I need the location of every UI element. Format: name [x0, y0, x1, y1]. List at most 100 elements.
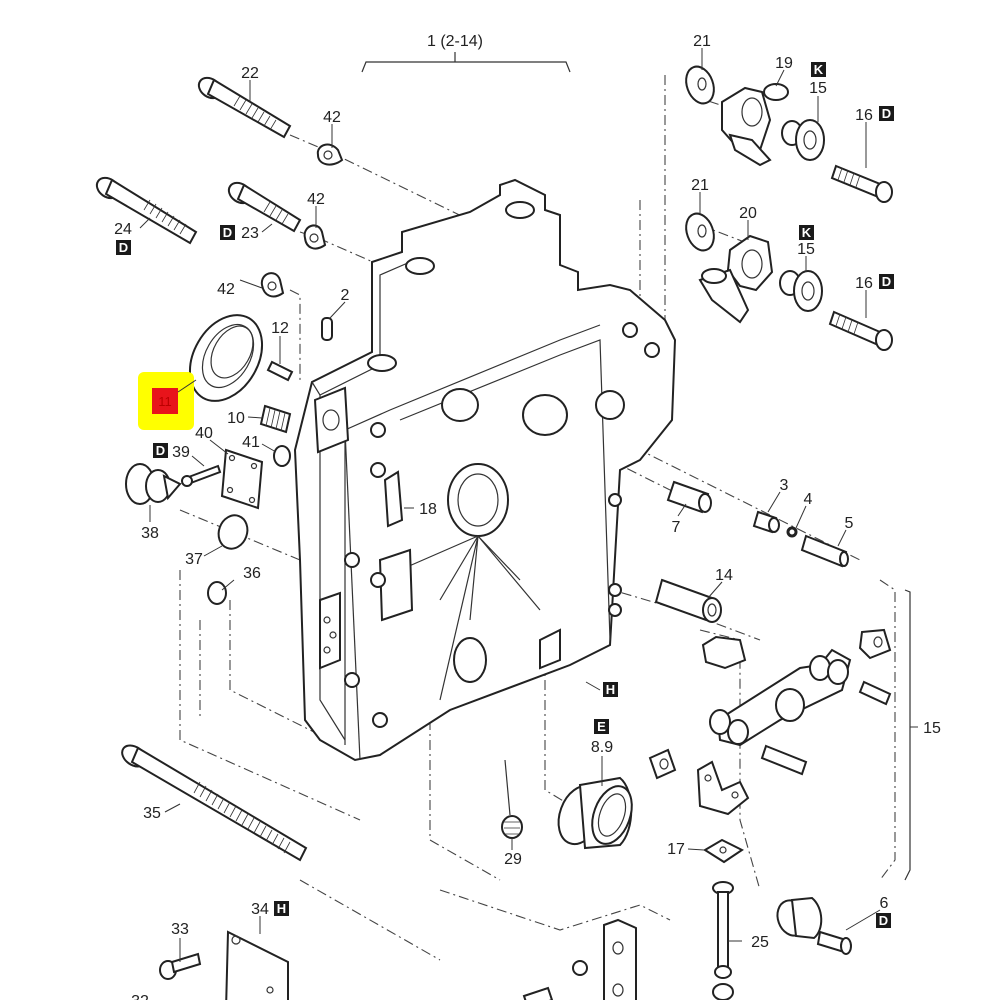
badge-d-16a: D [879, 106, 894, 121]
highlighted-callout-11[interactable]: 11 [138, 372, 197, 430]
badge-d-24: D [116, 240, 131, 255]
callout-19[interactable]: 19 [775, 55, 793, 72]
svg-text:D: D [223, 225, 232, 240]
svg-text:D: D [882, 106, 891, 121]
callout-16[interactable]: 16 [855, 107, 873, 124]
bolt-22 [197, 76, 292, 139]
badge-d-16b: D [879, 274, 894, 289]
washer-21-a [685, 65, 715, 105]
callout-36[interactable]: 36 [243, 565, 261, 582]
callout-42[interactable]: 42 [307, 191, 325, 208]
callout-34[interactable]: 34 [251, 901, 269, 918]
badge-d-39: D [153, 443, 168, 458]
callout-labels: 22 42 42 42 24 23 2 12 10 41 40 39 38 37… [114, 33, 941, 1000]
badge-h-main: H [603, 682, 618, 697]
washer-17 [703, 838, 744, 864]
bracket-plate [522, 918, 637, 1000]
callout-32[interactable]: 32 [131, 993, 149, 1000]
callout-11-text: 11 [158, 394, 172, 409]
callout-15[interactable]: 15 [797, 241, 815, 258]
o-ring-36 [207, 581, 227, 605]
bushing-15-b [779, 270, 823, 312]
bolt-35 [121, 744, 308, 862]
ring-4 [786, 526, 798, 538]
bracket-label: 1 (2-14) [427, 33, 483, 50]
callout-29[interactable]: 29 [504, 851, 522, 868]
o-ring-37 [217, 514, 249, 550]
callout-4[interactable]: 4 [804, 491, 813, 508]
badge-d-6: D [876, 913, 891, 928]
main-housing [293, 178, 677, 762]
note-badges: D D D K D K D H E D H [116, 62, 894, 928]
callout-16[interactable]: 16 [855, 275, 873, 292]
screw-33 [159, 952, 202, 980]
callout-6[interactable]: 6 [880, 895, 889, 912]
callout-25[interactable]: 25 [751, 934, 769, 951]
svg-text:K: K [814, 62, 824, 77]
svg-text:D: D [882, 274, 891, 289]
spring-12 [266, 360, 294, 382]
svg-text:H: H [277, 901, 286, 916]
callout-2[interactable]: 2 [341, 287, 350, 304]
clip-42-b [303, 224, 327, 250]
clip-42-c [260, 272, 285, 298]
callout-42[interactable]: 42 [323, 109, 341, 126]
svg-text:D: D [156, 443, 165, 458]
callout-18[interactable]: 18 [419, 501, 437, 518]
callout-40[interactable]: 40 [195, 425, 213, 442]
callout-38[interactable]: 38 [141, 525, 159, 542]
badge-e-8-9: E [594, 719, 609, 734]
callout-21[interactable]: 21 [693, 33, 711, 50]
pin-2 [321, 317, 333, 341]
plug-10 [259, 404, 292, 434]
callout-10[interactable]: 10 [227, 410, 245, 427]
bushing-14 [654, 578, 722, 623]
bearing-8-9 [557, 776, 633, 850]
pin-7 [666, 480, 712, 514]
o-ring-41 [273, 445, 291, 467]
callout-41[interactable]: 41 [242, 434, 260, 451]
callout-14[interactable]: 14 [715, 567, 733, 584]
svg-text:H: H [606, 682, 615, 697]
badge-k-15b: K [799, 225, 814, 240]
lever-19 [721, 83, 789, 167]
plug-38 [125, 463, 182, 505]
callout-24[interactable]: 24 [114, 221, 132, 238]
screw-39 [181, 464, 222, 487]
badge-k-15a: K [811, 62, 826, 77]
callout-22[interactable]: 22 [241, 65, 259, 82]
callout-42[interactable]: 42 [217, 281, 235, 298]
cover-plate-34 [225, 930, 289, 1000]
callout-39[interactable]: 39 [172, 444, 190, 461]
callout-5[interactable]: 5 [845, 515, 854, 532]
svg-text:D: D [119, 240, 128, 255]
callout-33[interactable]: 33 [171, 921, 189, 938]
callout-23[interactable]: 23 [241, 225, 259, 242]
washer-21-b [685, 212, 715, 252]
bushing-15-a [781, 119, 825, 161]
callout-20[interactable]: 20 [739, 205, 757, 222]
callout-37[interactable]: 37 [185, 551, 203, 568]
lever-assembly-15 [648, 589, 918, 881]
callout-21[interactable]: 21 [691, 177, 709, 194]
bushing-6 [776, 896, 852, 955]
callout-12[interactable]: 12 [271, 320, 289, 337]
pin-5 [800, 534, 849, 568]
assembly-bracket: 1 (2-14) [361, 33, 571, 73]
leader-lines [139, 48, 881, 962]
callout-15[interactable]: 15 [809, 80, 827, 97]
callout-3[interactable]: 3 [780, 477, 789, 494]
callout-7[interactable]: 7 [672, 519, 681, 536]
badge-d-23: D [220, 225, 235, 240]
callout-35[interactable]: 35 [143, 805, 161, 822]
callout-8-9[interactable]: 8.9 [591, 739, 613, 756]
callout-17[interactable]: 17 [667, 841, 685, 858]
callout-15[interactable]: 15 [923, 720, 941, 737]
bolt-16-b [828, 310, 893, 351]
cover-plate-40 [220, 448, 264, 510]
spring-29 [501, 759, 523, 839]
svg-text:K: K [802, 225, 812, 240]
bolt-16-a [830, 164, 893, 203]
svg-text:D: D [879, 913, 888, 928]
